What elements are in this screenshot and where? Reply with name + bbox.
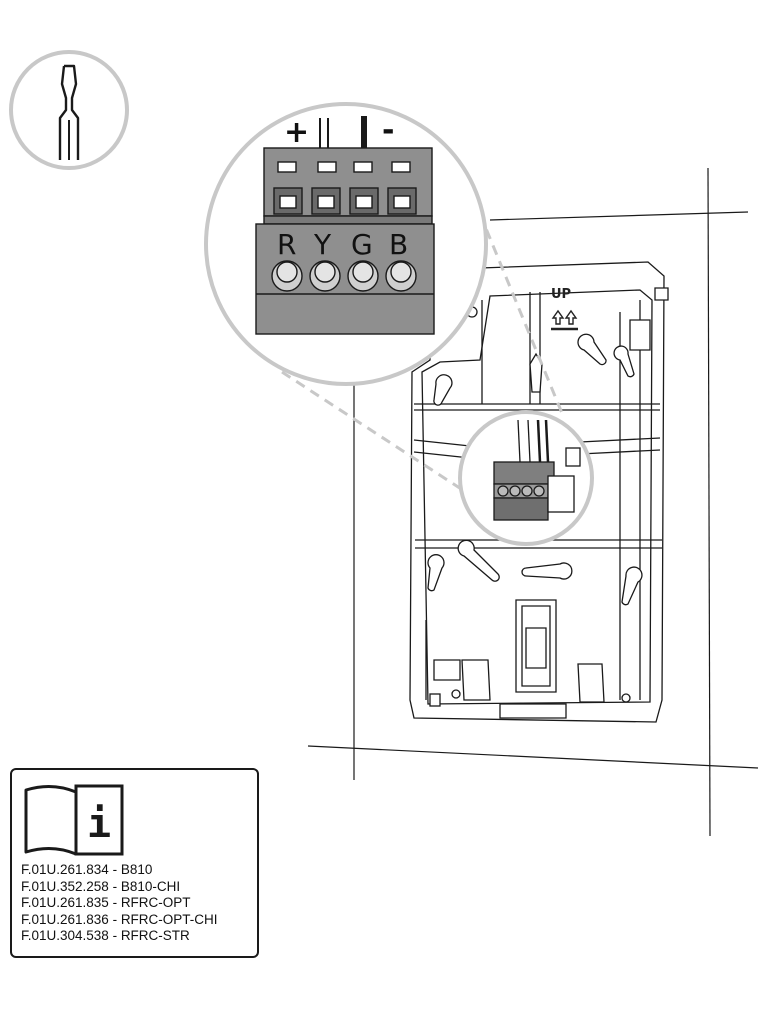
up-label: UP bbox=[551, 287, 571, 302]
terminal-label-y: Y bbox=[313, 228, 332, 261]
callout-lines bbox=[281, 213, 566, 502]
document-item: F.01U.261.836 - RFRC-OPT-CHI bbox=[21, 911, 218, 927]
document-item: F.01U.261.834 - B810 bbox=[21, 862, 153, 877]
document-item: F.01U.261.835 - RFRC-OPT bbox=[21, 895, 191, 910]
terminal-label-g: G bbox=[351, 228, 373, 261]
connector-detail-small bbox=[458, 410, 594, 546]
info-glyph: i bbox=[87, 801, 111, 847]
bottom-latch bbox=[499, 599, 567, 719]
minus-label: - bbox=[382, 113, 394, 148]
document-list: F.01U.261.834 - B810 F.01U.352.258 - B81… bbox=[21, 862, 218, 945]
document-item: F.01U.352.258 - B810-CHI bbox=[21, 878, 181, 894]
terminal-label-b: B bbox=[389, 228, 408, 261]
document-item: F.01U.304.538 - RFRC-STR bbox=[21, 928, 190, 943]
manual-info-icon: i bbox=[24, 784, 124, 856]
wall-lines bbox=[307, 167, 759, 837]
keyhole-slots bbox=[427, 333, 643, 606]
documentation-box: i F.01U.261.834 - B810 F.01U.352.258 - B… bbox=[10, 768, 259, 958]
terminal-block bbox=[255, 147, 435, 335]
terminal-screws bbox=[271, 260, 417, 292]
up-marking: UP bbox=[551, 287, 578, 331]
terminal-callout: R Y G B + - bbox=[204, 102, 488, 386]
terminal-label-r: R bbox=[277, 228, 296, 261]
plus-label: + bbox=[284, 115, 309, 150]
up-arrow-icon bbox=[551, 309, 578, 325]
flat-screwdriver-icon bbox=[9, 50, 129, 170]
